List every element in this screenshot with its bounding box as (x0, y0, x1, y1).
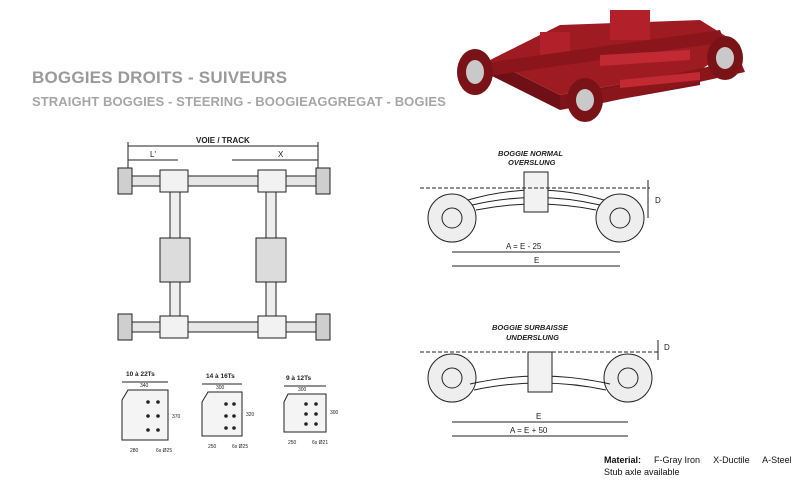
plate-1-height: 370 (172, 414, 181, 420)
plate-3-label: 9 à 12Ts (286, 375, 312, 382)
plate-3-width: 300 (298, 387, 307, 393)
material-steel: A-Steel (762, 455, 792, 465)
plate-1-label: 10 à 22Ts (126, 371, 155, 378)
stub-axle-note: Stub axle available (604, 467, 680, 477)
plate-1-holes: 6x Ø25 (156, 448, 172, 454)
plate-1-width: 340 (140, 383, 149, 389)
overslung-title-2: OVERSLUNG (508, 158, 556, 167)
plate-2-label: 14 à 16Ts (206, 373, 235, 380)
underslung-title-1: BOGGIE SURBAISSE (492, 323, 569, 332)
plate-2-height: 320 (246, 412, 255, 418)
plate-1-bottom: 280 (130, 448, 139, 454)
plate-3-bottom: 250 (288, 440, 297, 446)
overslung-d-label: D (655, 196, 661, 205)
plate-3-height: 300 (330, 410, 339, 416)
plate-3-holes: 6x Ø21 (312, 440, 328, 446)
plate-2-bottom: 250 (208, 444, 217, 450)
plate-2-width: 300 (216, 385, 225, 391)
underslung-title-2: UNDERSLUNG (506, 333, 559, 342)
track-label: VOIE / TRACK (196, 136, 250, 145)
underslung-a-label: A = E + 50 (510, 426, 548, 435)
title-subtitle: STRAIGHT BOGGIES - STEERING - BOOGIEAGGR… (32, 94, 446, 109)
material-ductile: X-Ductile (713, 455, 750, 465)
overslung-a-label: A = E - 25 (506, 242, 542, 251)
underslung-d-label: D (664, 343, 670, 352)
title-french: BOGGIES DROITS - SUIVEURS (32, 68, 288, 87)
l-dimension-label: L' (150, 150, 156, 159)
material-legend: Material: F-Gray Iron X-Ductile A-Steel … (604, 454, 792, 478)
x-dimension-label: X (278, 150, 284, 159)
plate-2-holes: 6x Ø25 (232, 444, 248, 450)
overslung-title-1: BOGGIE NORMAL (498, 149, 563, 158)
underslung-e-label: E (536, 412, 541, 421)
material-label: Material: (604, 455, 642, 465)
material-gray-iron: F-Gray Iron (654, 455, 701, 465)
overslung-e-label: E (534, 256, 539, 265)
